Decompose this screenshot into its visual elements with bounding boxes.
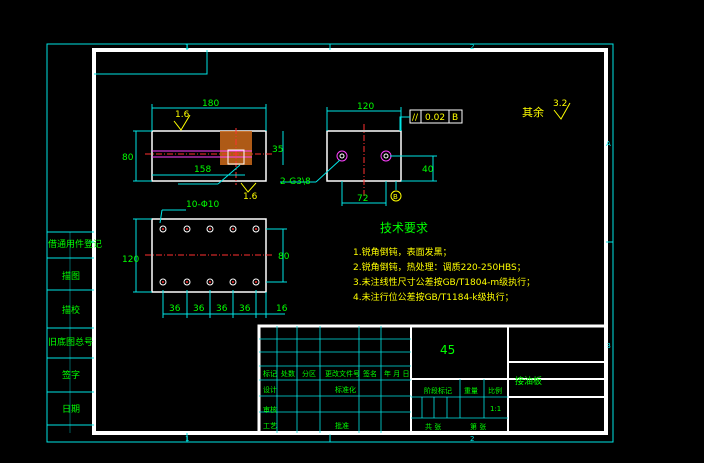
dim-front-total: 180 <box>202 99 219 109</box>
tb-row-std: 标准化 <box>335 385 356 394</box>
tech-item: 2.锐角倒钝，热处理：调质220-250HBS； <box>353 261 526 273</box>
top-view[interactable]: 120 80 10-Φ10 36 36 36 36 16 <box>122 200 290 318</box>
roughness-symbol <box>173 114 191 131</box>
dim-top-right: 80 <box>278 252 290 262</box>
front-view[interactable]: 180 158 80 35 1.6 1.6 <box>122 99 284 202</box>
zone-label: 1 <box>185 43 189 51</box>
rest-roughness-value: 3.2 <box>553 99 567 109</box>
mount-hole-center <box>209 281 211 283</box>
left-label: 借通用件登记 <box>48 238 102 250</box>
tech-item: 4.未注行位公差按GB/T1184-k级执行； <box>353 291 514 303</box>
tb-sheets: 共 张 <box>425 422 441 431</box>
dim-top-bottom-0: 36 <box>169 304 181 314</box>
mount-hole-center <box>209 228 211 230</box>
rest-roughness-label: 其余 <box>522 105 544 119</box>
tb-row-review: 审核 <box>263 405 277 414</box>
tb-row-process: 工艺 <box>263 422 277 430</box>
title-block[interactable]: 标记 处数 分区 更改文件号 签名 年 月 日 设计 标准化 审核 工艺 批准 … <box>257 324 608 435</box>
tb-stage-label: 阶段标记 <box>424 386 452 395</box>
tb-weight-label: 重量 <box>464 387 478 395</box>
roughness-top: 1.6 <box>175 110 190 120</box>
mount-hole <box>159 225 167 233</box>
dim-top-height: 120 <box>122 255 139 265</box>
tb-row-design: 设计 <box>263 385 277 394</box>
roughness-symbol <box>240 182 257 193</box>
mount-hole-center <box>186 281 188 283</box>
tech-requirements: 技术要求 1.锐角倒钝，表面发黑； 2.锐角倒钝，热处理：调质220-250HB… <box>353 221 535 303</box>
tb-header: 年 月 日 <box>384 369 409 378</box>
tb-material: 45 <box>440 343 455 357</box>
mount-hole <box>183 278 191 286</box>
left-label: 签字 <box>62 369 80 381</box>
zone-label: 2 <box>470 43 474 51</box>
tb-part-name: 接油板 <box>515 375 542 387</box>
roughness-bottom: 1.6 <box>243 192 258 202</box>
dim-top-bottom-3: 36 <box>239 304 251 314</box>
side-hole <box>380 150 392 162</box>
dim-front-inner: 158 <box>194 165 211 175</box>
datum-b-circle <box>390 190 402 202</box>
mount-hole <box>229 278 237 286</box>
front-view-outline <box>151 130 267 182</box>
tech-item: 1.锐角倒钝，表面发黑； <box>353 246 452 258</box>
zone-label: 2 <box>470 435 474 443</box>
mount-hole <box>252 278 260 286</box>
mount-hole-center <box>232 228 234 230</box>
holes-callout: 10-Φ10 <box>186 200 220 210</box>
mount-hole-center <box>232 281 234 283</box>
mount-hole <box>159 278 167 286</box>
tb-sheet: 第 张 <box>470 422 486 431</box>
tb-header: 标记 <box>263 369 277 378</box>
dim-side-width: 120 <box>357 102 374 112</box>
dim-front-right: 35 <box>272 145 283 155</box>
tb-header: 更改文件号 <box>325 369 360 378</box>
tol-value: 0.02 <box>425 113 445 123</box>
tb-row-approve: 批准 <box>335 421 349 430</box>
dim-front-height: 80 <box>122 153 134 163</box>
left-label: 描校 <box>62 304 80 316</box>
tb-header: 处数 <box>281 369 295 378</box>
mount-hole <box>252 225 260 233</box>
side-view[interactable]: 120 72 40 2-G3\8 // 0.02 B B <box>280 102 463 206</box>
port-cut <box>227 149 245 165</box>
datum-b-label: B <box>393 193 398 201</box>
top-left-code-box <box>94 50 208 75</box>
zone-label: 1 <box>185 435 189 443</box>
left-label-column: 借通用件登记 描图 描校 旧底图总号 签字 日期 <box>47 231 102 433</box>
tech-title: 技术要求 <box>380 221 428 235</box>
mount-hole-center <box>255 281 257 283</box>
mount-hole-center <box>255 228 257 230</box>
tol-datum: B <box>452 113 458 123</box>
thread-callout: 2-G3\8 <box>280 177 311 187</box>
tol-symbol: // <box>412 113 419 123</box>
left-label: 旧底图总号 <box>48 336 93 348</box>
mount-hole-center <box>162 281 164 283</box>
tb-scale-label: 比例 <box>488 386 502 395</box>
mount-hole <box>229 225 237 233</box>
mount-hole-center <box>162 228 164 230</box>
tb-header: 分区 <box>302 369 316 378</box>
left-label: 描图 <box>62 270 80 282</box>
dim-top-bottom-2: 36 <box>216 304 228 314</box>
roughness-symbol <box>553 102 571 120</box>
mount-hole <box>183 225 191 233</box>
zone-label: B <box>606 342 611 350</box>
tech-item: 3.未注线性尺寸公差按GB/T1804-m级执行； <box>353 276 535 288</box>
dim-top-bottom-4: 16 <box>276 304 288 314</box>
dim-side-right: 40 <box>422 165 434 175</box>
mount-hole <box>206 278 214 286</box>
dim-top-bottom-1: 36 <box>193 304 205 314</box>
mount-hole-center <box>186 228 188 230</box>
dim-side-bottom: 72 <box>357 194 368 204</box>
tb-scale-value: 1:1 <box>490 405 501 413</box>
left-label: 日期 <box>62 404 80 415</box>
side-hole <box>336 150 348 162</box>
tb-header: 签名 <box>363 369 377 378</box>
mount-hole <box>206 225 214 233</box>
zone-label: A <box>606 140 611 148</box>
